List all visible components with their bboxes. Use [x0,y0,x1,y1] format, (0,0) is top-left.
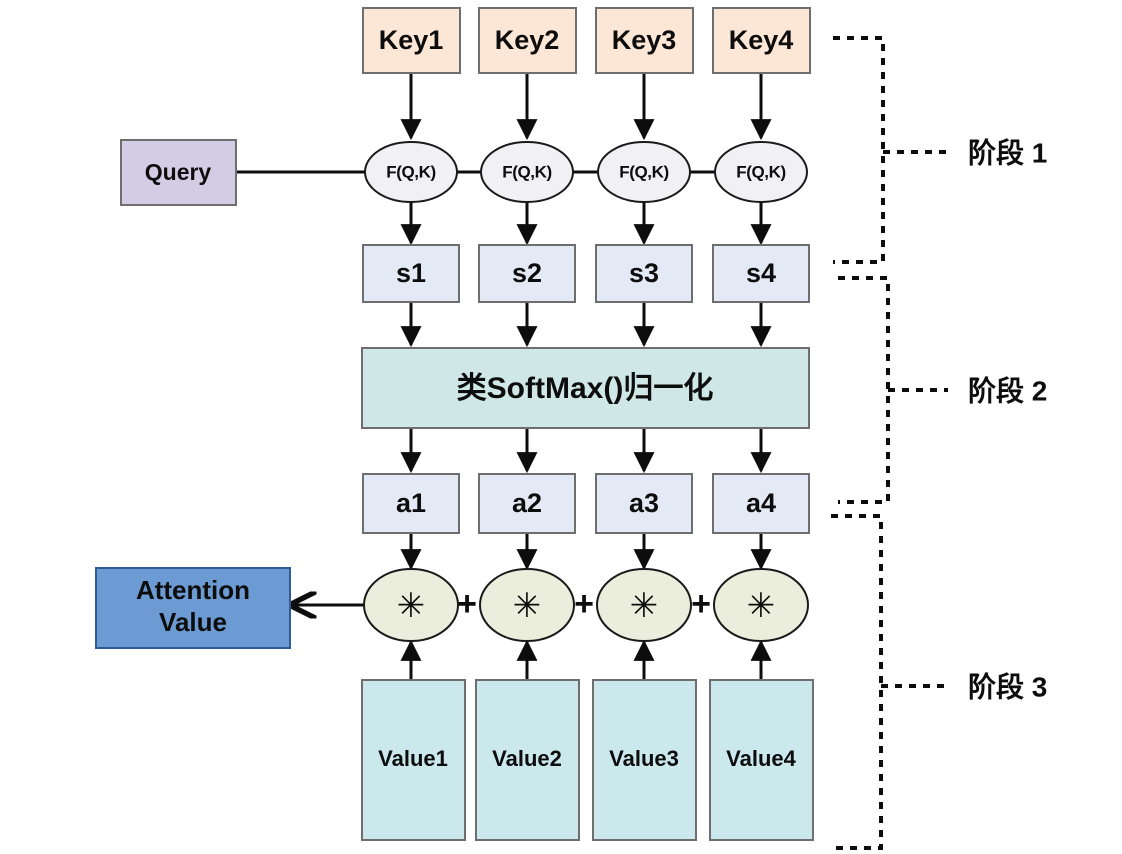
value-label-4: Value4 [726,746,796,771]
key-box-2[interactable]: Key2 [478,7,577,74]
fqk-label-3: F(Q,K) [619,162,669,181]
multiply-node-1[interactable]: ✳ [363,568,459,642]
fqk-label-2: F(Q,K) [502,162,552,181]
key-label-3: Key3 [612,25,677,55]
multiply-node-3[interactable]: ✳ [596,568,692,642]
similarity-row: F(Q,K) F(Q,K) F(Q,K) F(Q,K) [364,141,808,203]
value-row: Value1 Value2 Value3 Value4 [361,679,814,841]
stage-label-1: 阶段 1 [968,136,1047,168]
fqk-node-2[interactable]: F(Q,K) [480,141,574,203]
stage-brackets [831,36,948,850]
score-box-3[interactable]: s3 [595,244,693,303]
value-box-3[interactable]: Value3 [592,679,697,841]
weight-label-1: a1 [396,488,426,518]
connector-lines [236,73,772,680]
stage-3-bracket [831,514,883,850]
multiply-row: ✳ ✳ ✳ ✳ [363,568,809,642]
weight-row: a1 a2 a3 a4 [362,473,810,534]
attention-value-label-line2: Value [159,607,227,637]
multiply-icon-3: ✳ [630,587,659,625]
score-label-1: s1 [396,258,426,288]
plus-icon-1: + [457,585,477,623]
stage-1-bracket [833,36,885,264]
score-label-4: s4 [746,258,776,288]
multiply-icon-2: ✳ [513,587,542,625]
value-label-2: Value2 [492,746,562,771]
key-row: Key1 Key2 Key3 Key4 [362,7,811,74]
query-label: Query [145,159,212,185]
score-label-3: s3 [629,258,659,288]
weight-box-2[interactable]: a2 [478,473,576,534]
stage-label-3: 阶段 3 [968,670,1047,702]
plus-icon-2: + [574,585,594,623]
key-label-2: Key2 [495,25,560,55]
stage-labels: 阶段 1 阶段 2 阶段 3 [968,136,1047,702]
adder-row: + + + [457,585,711,623]
fqk-node-3[interactable]: F(Q,K) [597,141,691,203]
score-row: s1 s2 s3 s4 [362,244,810,303]
stage-2-bracket [838,276,890,504]
plus-icon-3: + [691,585,711,623]
key-label-1: Key1 [379,25,444,55]
value-label-3: Value3 [609,746,679,771]
softmax-bar[interactable]: 类SoftMax()归一化 [361,347,810,429]
key-box-3[interactable]: Key3 [595,7,694,74]
fqk-node-1[interactable]: F(Q,K) [364,141,458,203]
multiply-icon-1: ✳ [397,587,426,625]
score-box-4[interactable]: s4 [712,244,810,303]
weight-box-4[interactable]: a4 [712,473,810,534]
key-box-4[interactable]: Key4 [712,7,811,74]
value-label-1: Value1 [378,746,448,771]
attention-value-label-line1: Attention [136,575,250,605]
softmax-label: 类SoftMax()归一化 [457,372,714,405]
value-box-4[interactable]: Value4 [709,679,814,841]
attention-value-box[interactable]: Attention Value [95,567,291,649]
value-box-2[interactable]: Value2 [475,679,580,841]
query-box[interactable]: Query [120,139,237,206]
multiply-node-2[interactable]: ✳ [479,568,575,642]
weight-label-4: a4 [746,488,776,518]
weight-label-3: a3 [629,488,659,518]
weight-label-2: a2 [512,488,542,518]
score-label-2: s2 [512,258,542,288]
fqk-label-1: F(Q,K) [386,162,436,181]
multiply-node-4[interactable]: ✳ [713,568,809,642]
score-box-1[interactable]: s1 [362,244,460,303]
multiply-icon-4: ✳ [747,587,776,625]
fqk-node-4[interactable]: F(Q,K) [714,141,808,203]
stage-label-2: 阶段 2 [968,374,1047,406]
weight-box-1[interactable]: a1 [362,473,460,534]
weight-box-3[interactable]: a3 [595,473,693,534]
fqk-label-4: F(Q,K) [736,162,786,181]
score-box-2[interactable]: s2 [478,244,576,303]
key-label-4: Key4 [729,25,794,55]
value-box-1[interactable]: Value1 [361,679,466,841]
key-box-1[interactable]: Key1 [362,7,461,74]
